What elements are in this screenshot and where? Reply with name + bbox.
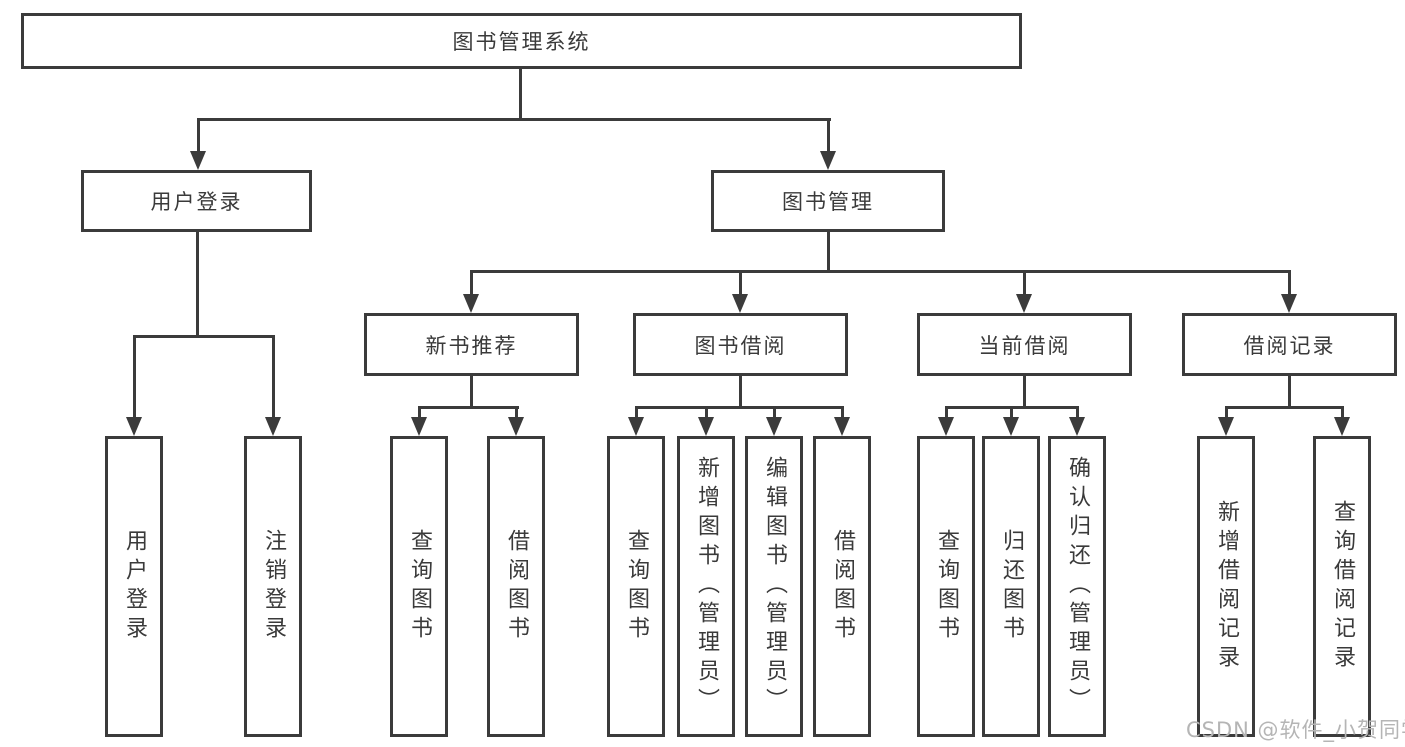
node-book-management-system: 图书管理系统: [21, 13, 1022, 69]
leaf-user-login: 用户登录: [105, 436, 163, 737]
leaf-label: 编辑图书（管理员）: [762, 456, 787, 717]
leaf-borrow-books: 借阅图书: [813, 436, 871, 737]
connector-level3-stem: [1023, 272, 1026, 295]
arrow-down-icon: [1281, 294, 1297, 313]
arrow-down-icon: [628, 417, 644, 436]
arrow-down-icon: [1016, 294, 1032, 313]
leaf-label: 用户登录: [122, 528, 147, 645]
connector-level3-stem: [739, 272, 742, 295]
arrow-down-icon: [698, 417, 714, 436]
leaf-label: 查询图书: [407, 528, 432, 645]
node-label: 用户登录: [150, 190, 243, 214]
connector-split-drop: [739, 376, 742, 408]
arrow-down-icon: [938, 417, 954, 436]
connector-level3-rail: [470, 270, 1291, 273]
leaf-label: 确认归还（管理员）: [1065, 456, 1090, 717]
connector-book-mgmt-drop: [827, 232, 830, 272]
leaf-confirm-return-admin: 确认归还（管理员）: [1048, 436, 1106, 737]
node-label: 新书推荐: [425, 333, 518, 358]
connector-level2-rail: [197, 118, 831, 121]
connector-leaf-stem: [1010, 408, 1013, 419]
connector-level3-stem: [1288, 272, 1291, 295]
arrow-down-icon: [1003, 417, 1019, 436]
node-label: 图书管理系统: [452, 30, 591, 54]
connector-leaf-stem: [133, 338, 136, 418]
connector-root-drop: [519, 69, 522, 118]
leaf-label: 新增图书（管理员）: [694, 456, 719, 717]
connector-split-drop: [1288, 376, 1291, 408]
connector-leaf-stem: [945, 408, 948, 419]
node-label: 图书管理: [782, 190, 874, 214]
leaf-label: 新增借阅记录: [1214, 499, 1239, 674]
arrow-down-icon: [820, 151, 836, 170]
node-user-login: 用户登录: [81, 170, 312, 232]
leaf-add-books-admin: 新增图书（管理员）: [677, 436, 735, 737]
connector-user-login-drop: [196, 232, 199, 337]
connector-level3-stem: [470, 272, 473, 295]
leaf-query-books: 查询图书: [607, 436, 665, 737]
connector-split-drop: [1023, 376, 1026, 408]
arrow-down-icon: [265, 417, 281, 436]
connector-leaf-stem: [773, 408, 776, 419]
leaf-query-books: 查询图书: [390, 436, 448, 737]
connector-leaf-stem: [705, 408, 708, 419]
connector-leaf-stem: [635, 408, 638, 419]
leaf-label: 归还图书: [999, 528, 1024, 645]
arrow-down-icon: [508, 417, 524, 436]
connector-leaf-stem: [1225, 408, 1228, 419]
arrow-down-icon: [463, 294, 479, 313]
connector-user-login-stem: [197, 118, 200, 152]
leaf-query-books: 查询图书: [917, 436, 975, 737]
leaf-label: 查询图书: [934, 528, 959, 645]
node-book-borrow: 图书借阅: [633, 313, 848, 376]
csdn-watermark: CSDN @软件_小贺同学: [1186, 718, 1405, 742]
leaf-query-borrow-record: 查询借阅记录: [1313, 436, 1371, 737]
node-new-book-recommend: 新书推荐: [364, 313, 579, 376]
arrow-down-icon: [1069, 417, 1085, 436]
connector-book-mgmt-stem: [827, 118, 830, 152]
leaf-label: 借阅图书: [504, 528, 529, 645]
connector-leaf-stem: [515, 408, 518, 419]
connector-leaf-rail: [945, 406, 1079, 409]
leaf-label: 注销登录: [261, 528, 286, 645]
arrow-down-icon: [834, 417, 850, 436]
connector-user-login-rail: [133, 335, 275, 338]
leaf-add-borrow-record: 新增借阅记录: [1197, 436, 1255, 737]
arrow-down-icon: [1218, 417, 1234, 436]
connector-leaf-stem: [418, 408, 421, 419]
connector-leaf-stem: [1341, 408, 1344, 419]
node-label: 借阅记录: [1243, 333, 1336, 358]
node-book-management: 图书管理: [711, 170, 945, 232]
node-label: 图书借阅: [694, 333, 787, 358]
leaf-label: 查询图书: [624, 528, 649, 645]
arrow-down-icon: [411, 417, 427, 436]
arrow-down-icon: [126, 417, 142, 436]
node-current-borrow: 当前借阅: [917, 313, 1132, 376]
arrow-down-icon: [190, 151, 206, 170]
leaf-label: 查询借阅记录: [1330, 499, 1355, 674]
node-borrow-record: 借阅记录: [1182, 313, 1397, 376]
connector-leaf-stem: [1076, 408, 1079, 419]
arrow-down-icon: [766, 417, 782, 436]
connector-leaf-rail: [418, 406, 519, 409]
connector-leaf-stem: [272, 338, 275, 418]
node-label: 当前借阅: [978, 333, 1071, 358]
connector-leaf-rail: [635, 406, 844, 409]
connector-leaf-rail: [1225, 406, 1344, 409]
leaf-label: 借阅图书: [830, 528, 855, 645]
arrow-down-icon: [732, 294, 748, 313]
connector-split-drop: [470, 376, 473, 408]
leaf-logout: 注销登录: [244, 436, 302, 737]
leaf-edit-books-admin: 编辑图书（管理员）: [745, 436, 803, 737]
leaf-borrow-books: 借阅图书: [487, 436, 545, 737]
connector-leaf-stem: [841, 408, 844, 419]
leaf-return-books: 归还图书: [982, 436, 1040, 737]
arrow-down-icon: [1334, 417, 1350, 436]
